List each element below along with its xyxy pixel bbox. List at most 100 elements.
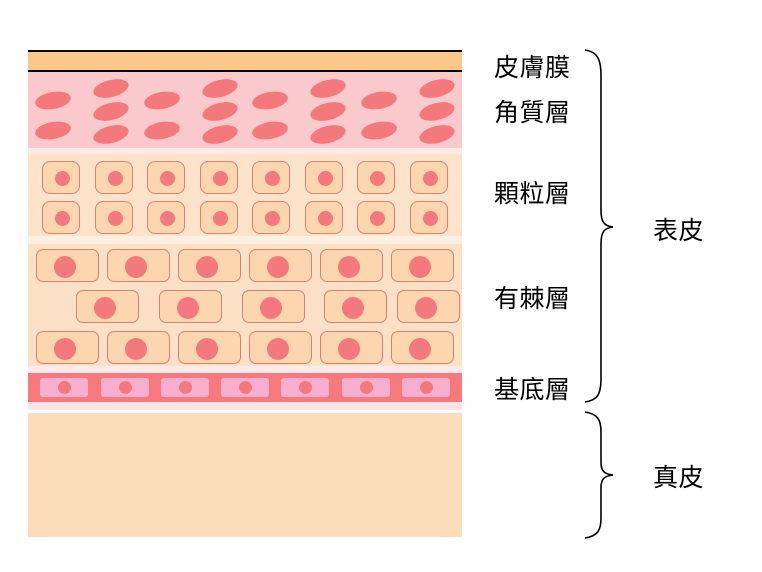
keratinocyte-cell [158, 290, 222, 323]
cell-nucleus [370, 211, 386, 226]
basal-cell [100, 378, 149, 397]
cell-nucleus [239, 381, 252, 394]
corneocyte-cell [33, 89, 73, 112]
keratinocyte-cell [249, 249, 312, 282]
cell-nucleus [55, 211, 71, 226]
cell-nucleus [54, 256, 76, 278]
layer-gap-granular-spinous [28, 236, 462, 244]
cell-nucleus [259, 297, 282, 319]
keratinocyte-cell [36, 249, 99, 282]
corneocyte-cell [200, 98, 240, 125]
corneocyte-cell [200, 121, 240, 148]
cell-nucleus [370, 171, 386, 186]
label-granular: 顆粒層 [494, 179, 571, 208]
label-spinous: 有棘層 [494, 284, 571, 313]
cell-nucleus [267, 338, 289, 360]
cell-nucleus [118, 381, 132, 394]
keratinocyte-cell [320, 249, 383, 282]
keratinocyte-cell [252, 161, 291, 194]
keratinocyte-cell [178, 249, 241, 282]
cell-nucleus [265, 211, 281, 226]
keratinocyte-cell [94, 161, 133, 194]
corneocyte-cell [91, 98, 131, 125]
cell-nucleus [196, 256, 218, 278]
keratinocyte-cell [199, 201, 238, 234]
layer-gap-spinous-basal [28, 366, 462, 373]
layer-basal [28, 373, 462, 402]
keratinocyte-cell [42, 201, 81, 234]
corneocyte-cell [308, 121, 348, 148]
corneocyte-cell [308, 75, 348, 102]
cell-nucleus [338, 256, 360, 278]
cell-nucleus [317, 171, 333, 186]
basal-cell [281, 378, 330, 397]
keratinocyte-cell [391, 331, 454, 364]
corneocyte-cell [91, 121, 131, 148]
basal-cell [341, 378, 390, 397]
layer-gap-corneum-granular [28, 148, 462, 154]
corneocyte-cell [200, 75, 240, 102]
corneocyte-cell [250, 119, 290, 142]
label-epidermis: 表皮 [653, 216, 705, 245]
keratinocyte-cell [178, 331, 241, 364]
keratinocyte-cell [94, 201, 133, 234]
corneocyte-cell [417, 121, 457, 148]
keratinocyte-cell [304, 201, 343, 234]
layer-granular [28, 154, 462, 236]
keratinocyte-cell [42, 161, 81, 194]
cell-nucleus [265, 171, 281, 186]
keratinocyte-cell [252, 201, 291, 234]
cell-nucleus [107, 171, 123, 186]
keratinocyte-cell [357, 201, 396, 234]
cell-nucleus [212, 171, 228, 186]
keratinocyte-cell [324, 290, 388, 323]
brace-epidermis [584, 49, 614, 403]
layer-gap-basal-dermis [28, 402, 462, 410]
basal-cell [40, 378, 89, 397]
cell-nucleus [160, 171, 176, 186]
cell-nucleus [178, 381, 192, 394]
corneocyte-cell [417, 75, 457, 102]
label-skin-film: 皮膚膜 [494, 53, 571, 82]
keratinocyte-cell [75, 290, 139, 323]
cell-nucleus [55, 171, 71, 186]
keratinocyte-cell [304, 161, 343, 194]
cell-nucleus [93, 297, 116, 319]
corneocyte-cell [359, 89, 398, 112]
skin-cross-section-diagram [28, 50, 462, 537]
keratinocyte-cell [391, 249, 454, 282]
keratinocyte-cell [409, 161, 448, 194]
keratinocyte-cell [199, 161, 238, 194]
cell-nucleus [299, 381, 313, 394]
basal-cell [401, 378, 450, 397]
corneocyte-cell [33, 119, 73, 142]
cell-nucleus [58, 381, 72, 394]
keratinocyte-cell [357, 161, 396, 194]
corneocyte-cell [308, 98, 348, 125]
layer-dermis [28, 413, 462, 537]
keratinocyte-cell [107, 249, 170, 282]
cell-nucleus [54, 338, 76, 360]
brace-dermis [584, 411, 614, 539]
keratinocyte-cell [397, 290, 460, 323]
cell-nucleus [160, 211, 176, 226]
cell-nucleus [422, 171, 438, 186]
cell-nucleus [125, 338, 147, 360]
keratinocyte-cell [241, 290, 305, 323]
basal-cell [160, 378, 209, 397]
keratinocyte-cell [107, 331, 170, 364]
layer-stratum-corneum [28, 72, 462, 148]
cell-nucleus [196, 338, 218, 360]
layer-skin-film [28, 50, 462, 72]
corneocyte-cell [359, 119, 398, 142]
label-basal: 基底層 [494, 375, 571, 404]
corneocyte-cell [142, 89, 181, 112]
cell-nucleus [422, 211, 438, 226]
cell-nucleus [267, 256, 289, 278]
cell-nucleus [107, 211, 123, 226]
keratinocyte-cell [147, 161, 186, 194]
cell-nucleus [419, 381, 433, 394]
cell-nucleus [409, 256, 431, 278]
cell-nucleus [415, 297, 437, 319]
basal-cell [221, 378, 269, 397]
